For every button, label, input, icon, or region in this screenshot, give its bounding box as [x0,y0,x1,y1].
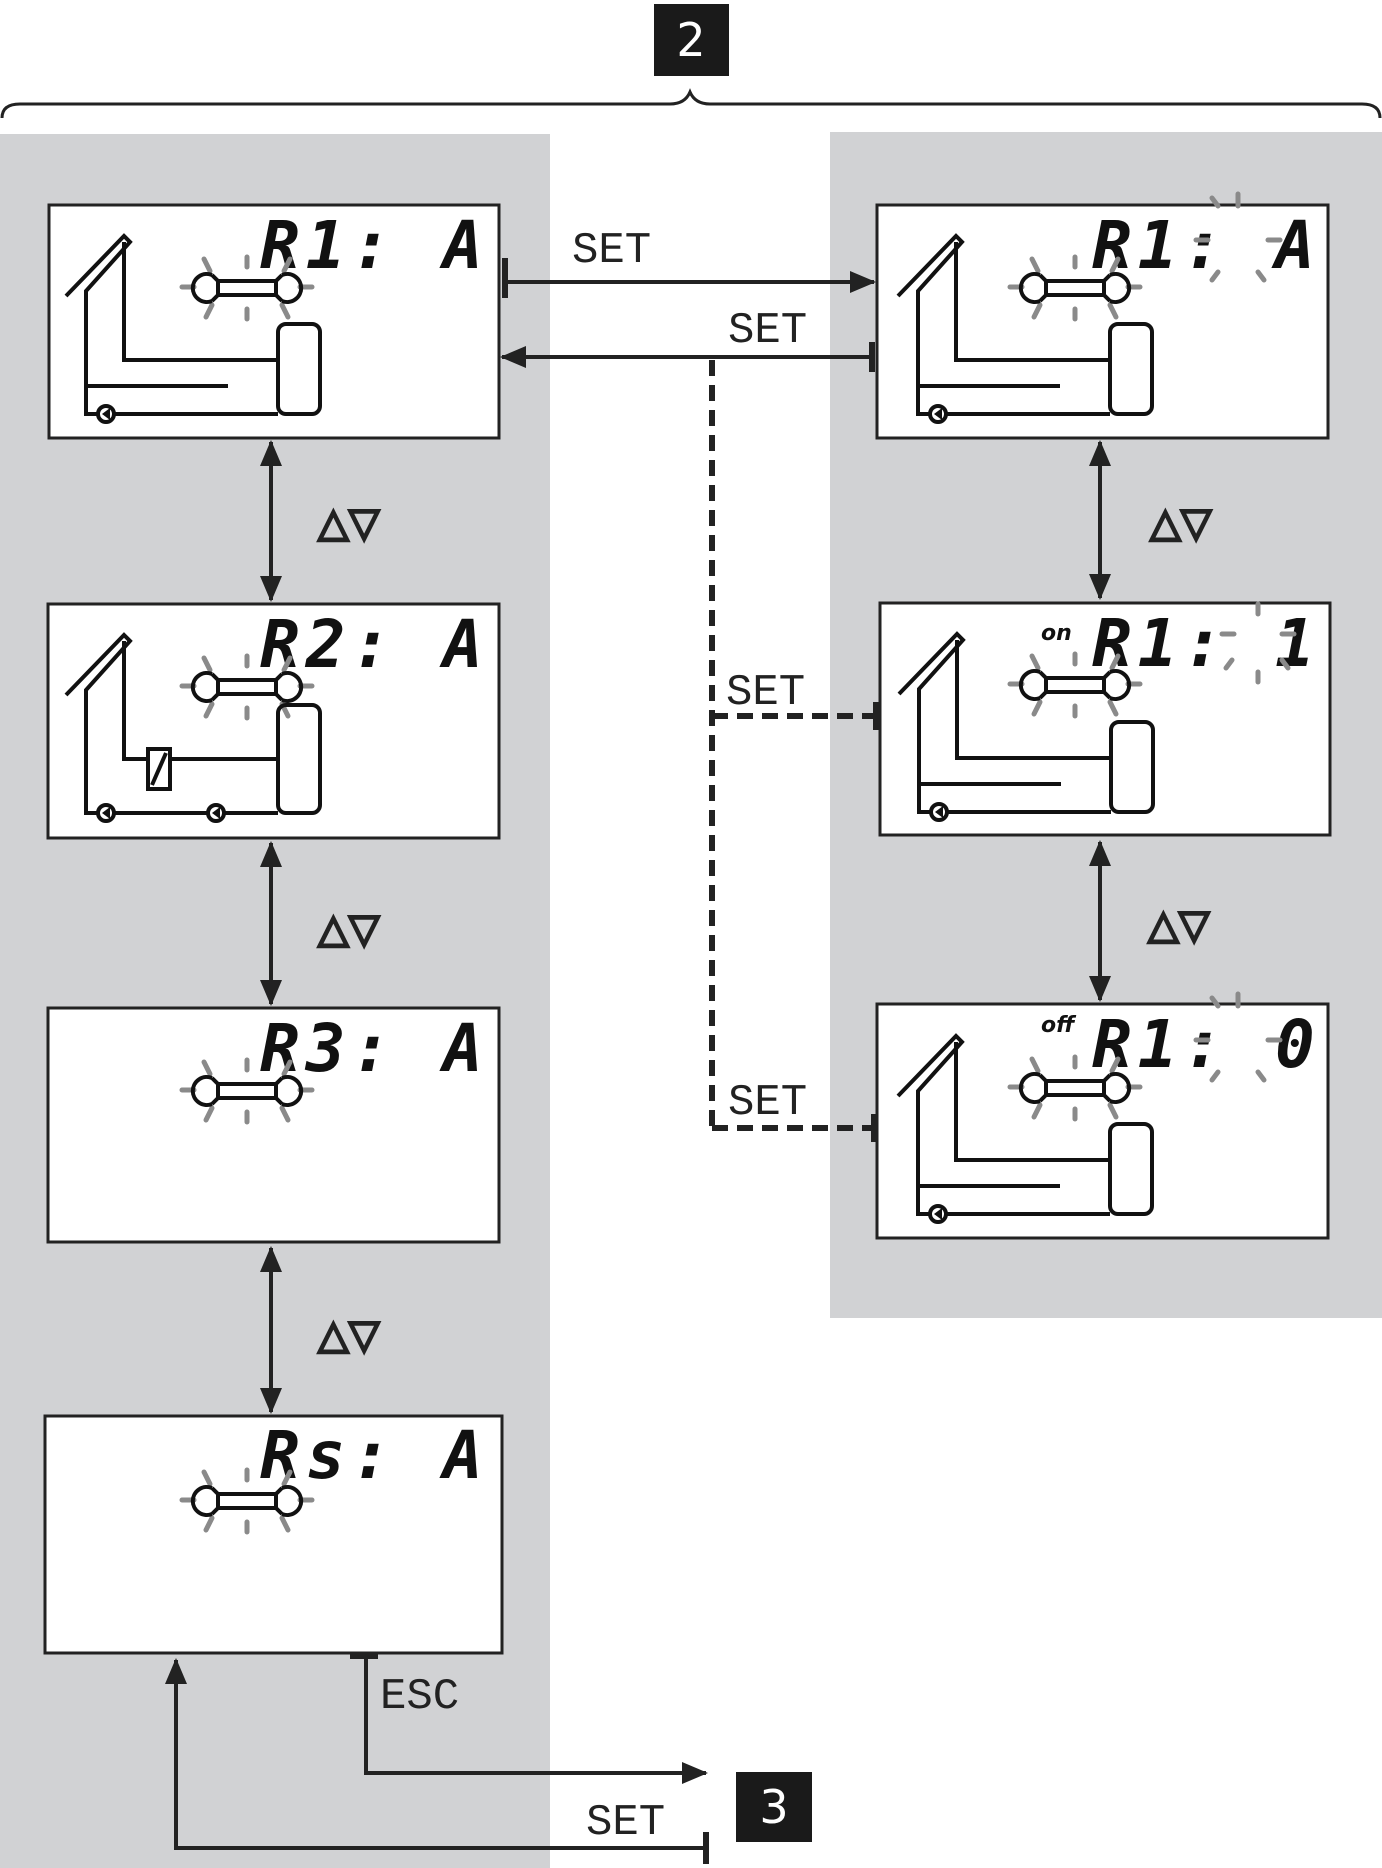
esc-label: ESC [380,1672,459,1722]
set-label-2: SET [728,306,807,356]
esc-arrow [364,1656,708,1784]
display-r1-edit-auto[interactable]: R1: A [875,191,1330,440]
set-label-3: SET [726,668,805,718]
display-r1[interactable]: R1: A [47,203,501,440]
display-rs[interactable]: Rs: A [43,1414,504,1655]
display-r1-on-prefix: on [1041,621,1072,646]
display-r2-text: R2: A [260,606,489,683]
set-label-4: SET [728,1078,807,1128]
display-r3-text: R3: A [260,1010,489,1087]
up-down-keys-2: △▽ [318,906,380,952]
dashed-set-connectors [709,360,876,1131]
step-badge-top-label: 2 [676,13,705,67]
display-r1-on-text: R1: 1 [1092,605,1321,682]
up-down-keys-3: △▽ [318,1312,380,1358]
up-down-keys-5: △▽ [1148,902,1210,948]
set-return-arrow [165,1658,704,1850]
up-down-keys-4: △▽ [1150,500,1212,546]
top-brace [0,88,1382,119]
display-r1-off[interactable]: off R1: 0 [875,991,1330,1240]
step-badge-bottom [736,1772,812,1842]
display-r1-on[interactable]: on R1: 1 [878,601,1332,837]
display-r2[interactable]: R2: A [46,602,501,840]
set-label-1: SET [572,226,651,276]
step-badge-top [654,4,729,76]
display-r3[interactable]: R3: A [46,1006,501,1244]
display-r1-text: R1: A [260,207,489,284]
set-label-5: SET [586,1798,665,1848]
up-down-keys-1: △▽ [318,500,380,546]
display-rs-text: Rs: A [260,1417,489,1494]
display-r1-edit-auto-text: R1: A [1092,207,1321,284]
display-r1-off-prefix: off [1041,1013,1077,1038]
display-r1-off-text: R1: 0 [1092,1006,1321,1083]
step-badge-bottom-label: 3 [759,1780,788,1834]
